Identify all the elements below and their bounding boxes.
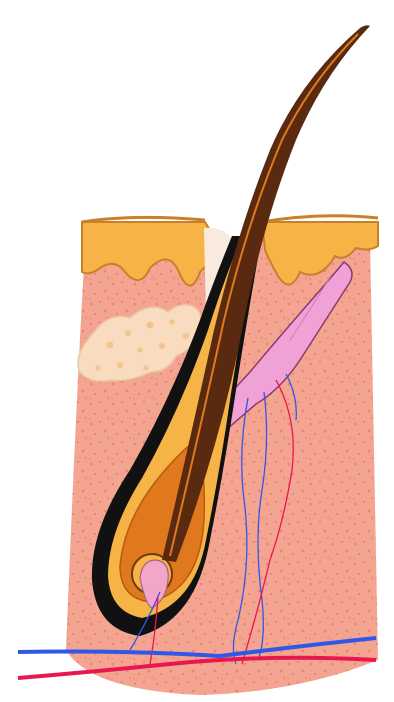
hair-follicle-diagram bbox=[0, 0, 394, 702]
